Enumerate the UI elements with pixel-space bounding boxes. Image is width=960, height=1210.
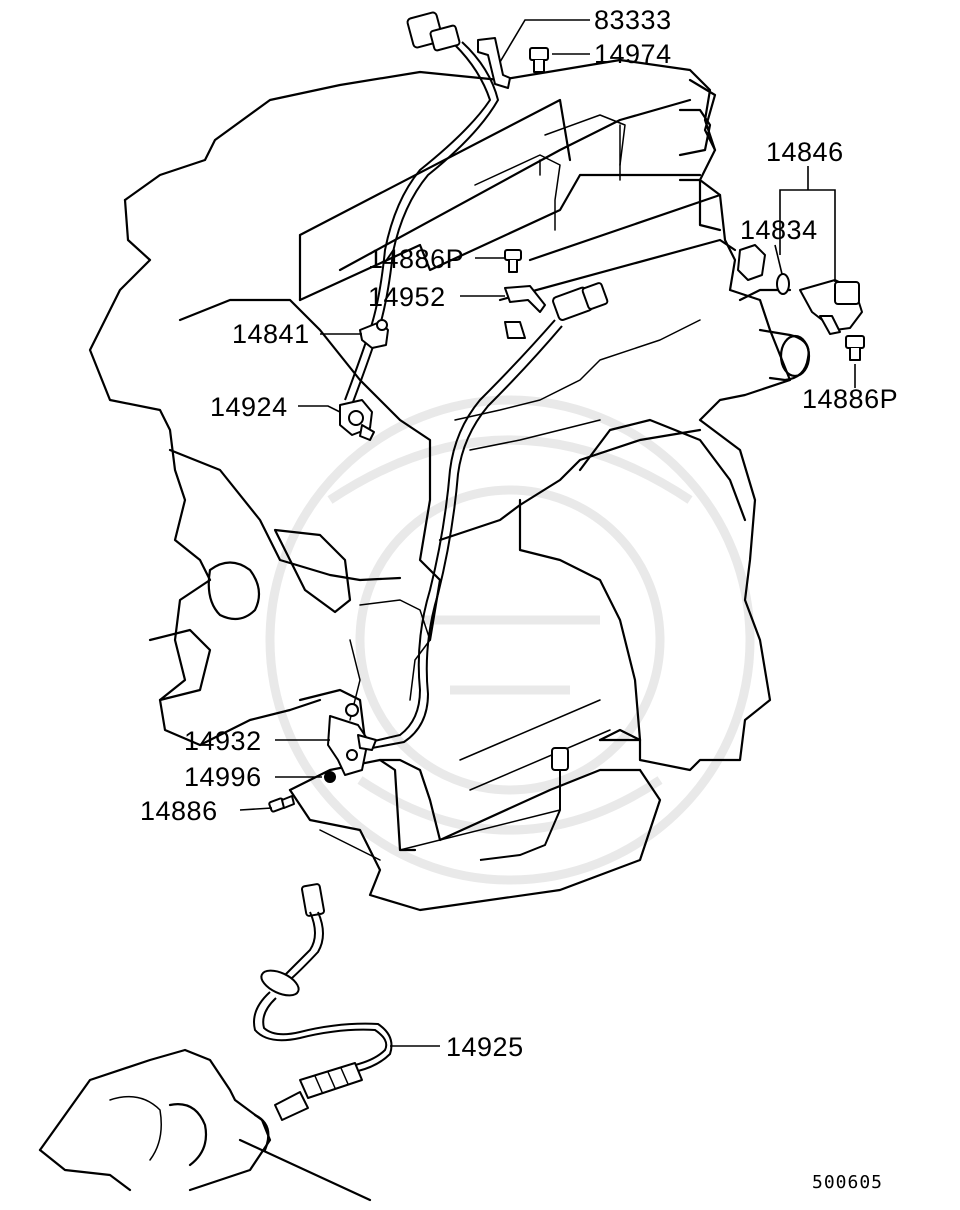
engine-block — [88, 58, 811, 912]
label-14841: 14841 — [232, 319, 310, 349]
diagram-id-code: 500605 — [812, 1172, 883, 1193]
label-14886: 14886 — [140, 796, 218, 826]
camshaft-sensor-14846 — [737, 244, 863, 335]
wire-harness — [344, 41, 563, 749]
label-14932: 14932 — [184, 726, 262, 756]
crank-sensor-14932 — [327, 703, 377, 776]
leader-lines — [239, 19, 856, 1047]
label-14886p-upper: 14886P — [368, 244, 464, 274]
bolt-14974 — [529, 47, 549, 73]
exhaust-pipe — [38, 1048, 372, 1202]
label-14924: 14924 — [210, 392, 288, 422]
label-14925: 14925 — [446, 1032, 524, 1062]
bolt-14886p-upper — [504, 249, 522, 273]
bracket-14952 — [504, 282, 609, 339]
oxygen-sensor-14925 — [253, 883, 393, 1121]
clamp-14841 — [359, 319, 389, 349]
watermark-emblem — [265, 395, 755, 885]
knock-sensor-14924 — [339, 399, 375, 441]
bolt-14886 — [268, 795, 295, 813]
label-14974: 14974 — [594, 39, 672, 69]
label-14886p-right: 14886P — [802, 384, 898, 414]
dipstick-tube — [479, 747, 569, 861]
label-14996: 14996 — [184, 762, 262, 792]
label-14834: 14834 — [740, 215, 818, 245]
bolt-14886p-right — [845, 335, 865, 361]
label-83333: 83333 — [594, 5, 672, 35]
part-labels: 83333 14974 14846 14834 14886P 14952 148… — [140, 5, 898, 1062]
spacer-14996 — [324, 771, 336, 783]
label-14952: 14952 — [368, 282, 446, 312]
harness-bracket — [406, 11, 511, 89]
label-14846: 14846 — [766, 137, 844, 167]
